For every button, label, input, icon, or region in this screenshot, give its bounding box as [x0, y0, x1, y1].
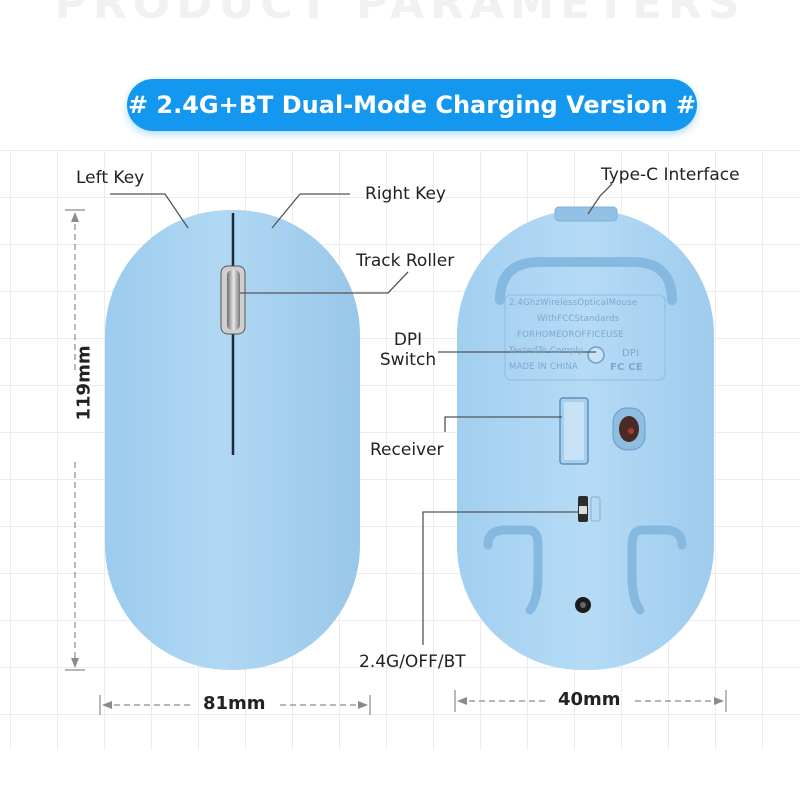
dpi-label-line1: DPI	[393, 330, 423, 350]
mouse-bottom-view	[457, 206, 714, 670]
version-banner: # 2.4G+BT Dual-Mode Charging Version #	[127, 79, 697, 131]
top-glide-pad	[495, 257, 677, 305]
leader-lines	[110, 183, 613, 645]
dpi-button	[587, 346, 605, 364]
width-dimension: 81mm	[203, 693, 266, 714]
track-roller-leader	[240, 271, 409, 294]
height-dimension: 40mm	[558, 689, 621, 710]
bottom-right-glide-pad	[627, 525, 687, 615]
dpi-switch-label: DPI Switch	[376, 330, 440, 371]
underside-text-5: MADE IN CHINA	[509, 362, 578, 372]
type-c-label: Type-C Interface	[601, 165, 740, 185]
dpi-mark: DPI	[622, 348, 640, 359]
receiver-label: Receiver	[370, 440, 444, 460]
type-c-port	[554, 206, 618, 222]
label-plate	[504, 294, 666, 381]
track-roller-label: Track Roller	[356, 251, 455, 271]
dimension-lines	[65, 209, 727, 715]
mouse-top-view	[105, 210, 360, 670]
underside-text-1: 2.4GhzWirelessOpticalMouse	[509, 298, 638, 308]
background-title: PRODUCT PARAMETERS	[54, 0, 746, 29]
mode-switch-label: 2.4G/OFF/BT	[359, 652, 466, 672]
right-key-label: Right Key	[365, 184, 446, 204]
length-dimension: 119mm	[73, 345, 95, 421]
mode-switch-leader	[422, 511, 578, 645]
certification-marks: FC CE	[610, 362, 643, 373]
dpi-label-line2: Switch	[379, 350, 437, 371]
underside-text-3: FORHOMEOROFFICEUSE	[517, 330, 624, 340]
left-key-label: Left Key	[76, 168, 145, 188]
receiver-leader	[444, 416, 562, 432]
left-key-leader	[110, 193, 189, 229]
scroll-wheel-face	[227, 270, 240, 330]
bottom-left-glide-pad	[483, 525, 543, 615]
underside-text-4: TestedTo Comply	[509, 346, 584, 356]
underside-text-2: WithFCCStandards	[537, 314, 620, 324]
right-key-leader	[271, 193, 350, 229]
type-c-leader	[587, 183, 613, 215]
receiver-insert	[564, 402, 584, 460]
